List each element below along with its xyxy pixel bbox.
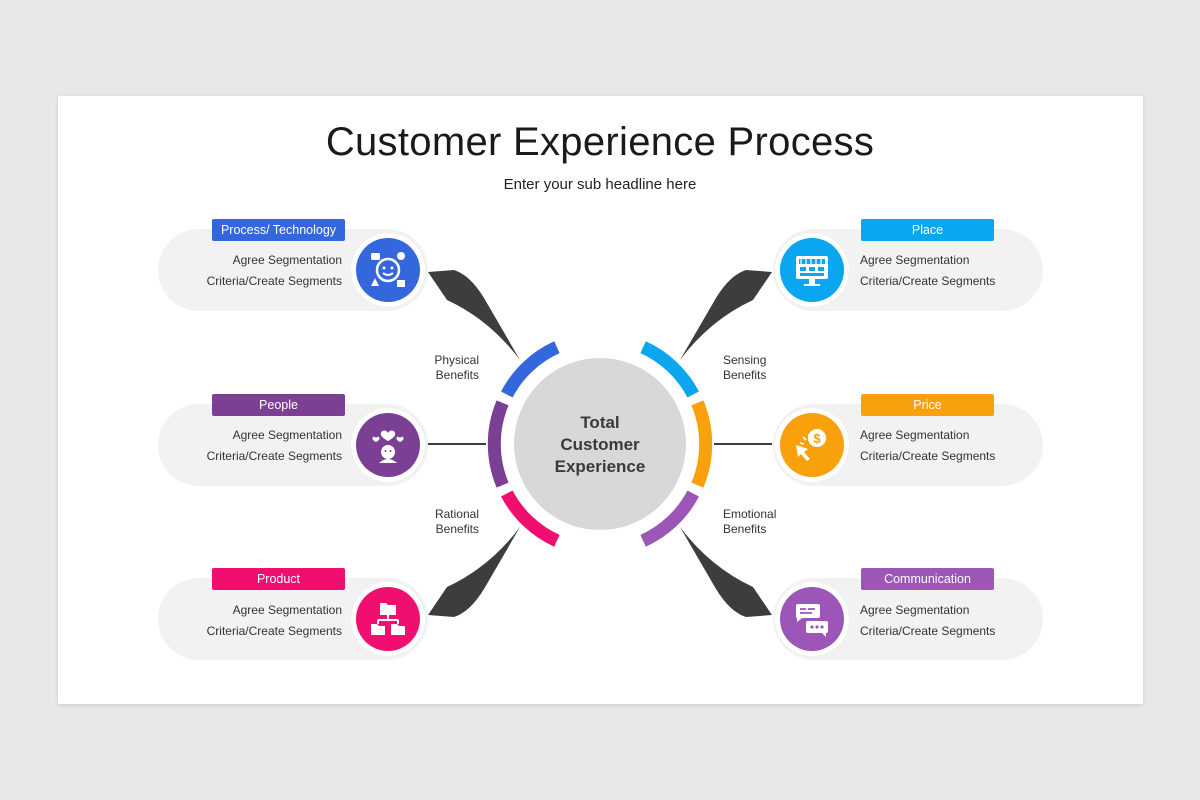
desc-place-line2: Criteria/Create Segments bbox=[860, 274, 996, 288]
arc-product bbox=[501, 490, 560, 547]
desc-communication-line2: Criteria/Create Segments bbox=[860, 624, 996, 638]
arc-place bbox=[640, 341, 699, 398]
storefront-monitor-icon bbox=[780, 238, 844, 302]
arc-people bbox=[487, 400, 509, 488]
desc-process-line2: Criteria/Create Segments bbox=[206, 274, 342, 288]
benefit-sensing-line2: Benefits bbox=[723, 368, 767, 382]
desc-place-line1: Agree Segmentation bbox=[860, 253, 970, 267]
chat-bubbles-icon bbox=[780, 587, 844, 651]
arc-process bbox=[501, 341, 560, 398]
tag-price: Price bbox=[861, 394, 994, 416]
connector-communication bbox=[680, 527, 772, 617]
tag-place: Place bbox=[861, 219, 994, 241]
desc-place: Agree Segmentation Criteria/Create Segme… bbox=[860, 250, 1060, 292]
icon-ring-process bbox=[351, 233, 425, 307]
desc-product: Agree Segmentation Criteria/Create Segme… bbox=[142, 600, 342, 642]
desc-price-line1: Agree Segmentation bbox=[860, 428, 970, 442]
benefit-physical-line1: Physical bbox=[434, 353, 479, 367]
connector-product bbox=[428, 527, 520, 617]
icon-ring-place bbox=[775, 233, 849, 307]
center-label: Total Customer Experience bbox=[530, 412, 670, 478]
benefit-rational-line2: Benefits bbox=[435, 522, 479, 536]
tag-process: Process/ Technology bbox=[212, 219, 345, 241]
tag-product: Product bbox=[212, 568, 345, 590]
benefit-rational-line1: Rational bbox=[434, 507, 479, 521]
dollar-click-icon: $ bbox=[780, 413, 844, 477]
benefit-physical: Physical Benefits bbox=[389, 353, 479, 383]
desc-product-line2: Criteria/Create Segments bbox=[206, 624, 342, 638]
center-label-line2: Customer bbox=[560, 435, 640, 454]
person-hearts-icon bbox=[356, 413, 420, 477]
center-circle bbox=[514, 358, 686, 530]
connector-place bbox=[680, 270, 772, 360]
page-subtitle: Enter your sub headline here bbox=[503, 176, 697, 193]
icon-ring-price: $ bbox=[775, 408, 849, 482]
benefit-emotional-line1: Emotional bbox=[723, 507, 777, 521]
desc-communication: Agree Segmentation Criteria/Create Segme… bbox=[860, 600, 1060, 642]
desc-price: Agree Segmentation Criteria/Create Segme… bbox=[860, 425, 1060, 467]
benefit-physical-line2: Benefits bbox=[435, 368, 479, 382]
icon-ring-product bbox=[351, 582, 425, 656]
connector-process bbox=[428, 270, 520, 360]
benefit-sensing: Sensing Benefits bbox=[723, 353, 813, 383]
benefit-emotional-line2: Benefits bbox=[723, 522, 767, 536]
svg-text:$: $ bbox=[813, 431, 821, 446]
benefit-rational: Rational Benefits bbox=[389, 507, 479, 537]
tag-people: People bbox=[212, 394, 345, 416]
benefit-sensing-line1: Sensing bbox=[723, 353, 767, 367]
center-label-line1: Total bbox=[580, 413, 620, 432]
icon-ring-communication bbox=[775, 582, 849, 656]
emoji-network-icon bbox=[356, 238, 420, 302]
desc-people-line2: Criteria/Create Segments bbox=[206, 449, 342, 463]
desc-process: Agree Segmentation Criteria/Create Segme… bbox=[142, 250, 342, 292]
icon-ring-people bbox=[351, 408, 425, 482]
page-title: Customer Experience Process bbox=[325, 120, 875, 164]
desc-communication-line1: Agree Segmentation bbox=[860, 603, 970, 617]
desc-people-line1: Agree Segmentation bbox=[232, 428, 342, 442]
tag-communication: Communication bbox=[861, 568, 994, 590]
hierarchy-folders-icon bbox=[356, 587, 420, 651]
arc-communication bbox=[640, 490, 699, 547]
desc-people: Agree Segmentation Criteria/Create Segme… bbox=[142, 425, 342, 467]
arc-price bbox=[691, 400, 713, 488]
benefit-emotional: Emotional Benefits bbox=[723, 507, 813, 537]
desc-product-line1: Agree Segmentation bbox=[232, 603, 342, 617]
desc-price-line2: Criteria/Create Segments bbox=[860, 449, 996, 463]
center-label-line3: Experience bbox=[554, 457, 646, 476]
desc-process-line1: Agree Segmentation bbox=[232, 253, 342, 267]
